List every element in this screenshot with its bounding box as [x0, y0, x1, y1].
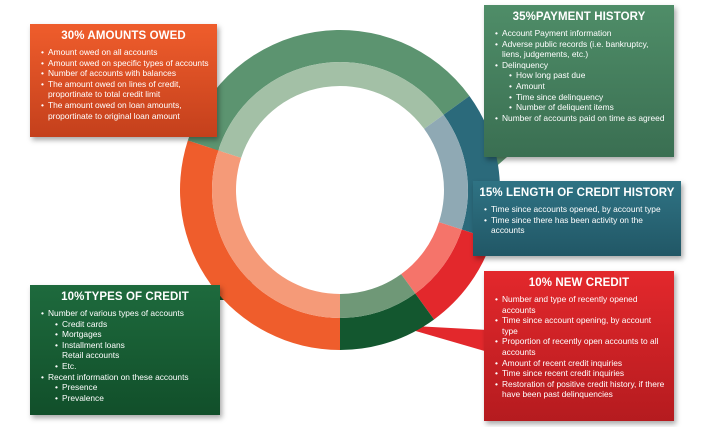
list-item: Time since there has been activity on th… — [479, 215, 675, 236]
length-history-box: 15% LENGTH OF CREDIT HISTORY Time since … — [473, 181, 681, 256]
payment-history-title: 35%PAYMENT HISTORY — [512, 11, 646, 23]
types-credit-box: 10%TYPES OF CREDIT Number of various typ… — [30, 285, 220, 415]
list-subitem: Installment loans — [36, 340, 214, 351]
list-subitem: Etc. — [36, 361, 214, 372]
list-item: Number of accounts with balances — [36, 68, 211, 79]
types-credit-title: 10%TYPES OF CREDIT — [61, 291, 189, 303]
new-credit-list: Number and type of recently opened accou… — [490, 294, 668, 400]
list-subitem: Number of deliquent items — [490, 102, 668, 113]
list-subitem: Retail accounts — [62, 350, 120, 361]
list-item: Amount of recent credit inquiries — [490, 358, 668, 369]
new-credit-box: 10% NEW CREDIT Number and type of recent… — [484, 271, 674, 421]
list-item: The amount owed on lines of credit, prop… — [36, 79, 211, 100]
types-credit-outer-segment — [340, 293, 435, 350]
amounts-owed-inner-segment — [212, 150, 340, 318]
types-credit-inner-segment — [340, 274, 416, 318]
list-item: Recent information on these accounts — [36, 372, 214, 383]
payment-history-outer-segment — [187, 30, 470, 151]
list-subitem: Mortgages — [36, 329, 214, 340]
list-item: Time since recent credit inquiries — [490, 368, 668, 379]
list-subitem: How long past due — [490, 70, 668, 81]
amounts-owed-box: 30% AMOUNTS OWED Amount owed on all acco… — [30, 24, 217, 137]
length-history-list: Time since accounts opened, by account t… — [479, 204, 675, 236]
payment-history-inner-segment — [218, 62, 444, 158]
list-item: The amount owed on loan amounts, proport… — [36, 100, 211, 121]
list-subitem: Time since delinquency — [490, 92, 668, 103]
list-item: Amount owed on specific types of account… — [36, 58, 211, 69]
length-history-title: 15% LENGTH OF CREDIT HISTORY — [479, 187, 675, 199]
new-credit-pointer — [395, 325, 488, 352]
new-credit-inner-segment — [401, 222, 462, 294]
new-credit-title: 10% NEW CREDIT — [528, 277, 630, 289]
list-subitem: Prevalence — [36, 393, 214, 404]
list-item: Account Payment information — [490, 28, 668, 39]
list-item: Restoration of positive credit history, … — [490, 379, 668, 400]
list-item: Number of various types of accounts — [36, 308, 214, 319]
amounts-owed-title: 30% AMOUNTS OWED — [61, 30, 186, 42]
amounts-owed-list: Amount owed on all accounts Amount owed … — [36, 47, 211, 121]
list-subitem: Credit cards — [36, 319, 214, 330]
length-history-inner-segment — [424, 114, 468, 230]
list-item: Proportion of recently open accounts to … — [490, 336, 668, 357]
new-credit-outer-segment — [415, 229, 493, 320]
list-item: Number and type of recently opened accou… — [490, 294, 668, 315]
types-credit-list: Number of various types of accounts Cred… — [36, 308, 214, 403]
amounts-owed-outer-segment — [180, 140, 340, 350]
list-subitem: Amount — [490, 81, 668, 92]
payment-history-list: Account Payment information Adverse publ… — [490, 28, 668, 123]
list-item: Time since account opening, by account t… — [490, 315, 668, 336]
list-subitem: Presence — [36, 382, 214, 393]
list-item: Time since accounts opened, by account t… — [479, 204, 675, 215]
list-item: Adverse public records (i.e. bankruptcy,… — [490, 39, 668, 60]
list-item: Amount owed on all accounts — [36, 47, 211, 58]
list-item: Delinquency — [490, 60, 668, 71]
payment-history-box: 35%PAYMENT HISTORY Account Payment infor… — [484, 5, 674, 157]
list-item: Number of accounts paid on time as agree… — [490, 113, 668, 124]
